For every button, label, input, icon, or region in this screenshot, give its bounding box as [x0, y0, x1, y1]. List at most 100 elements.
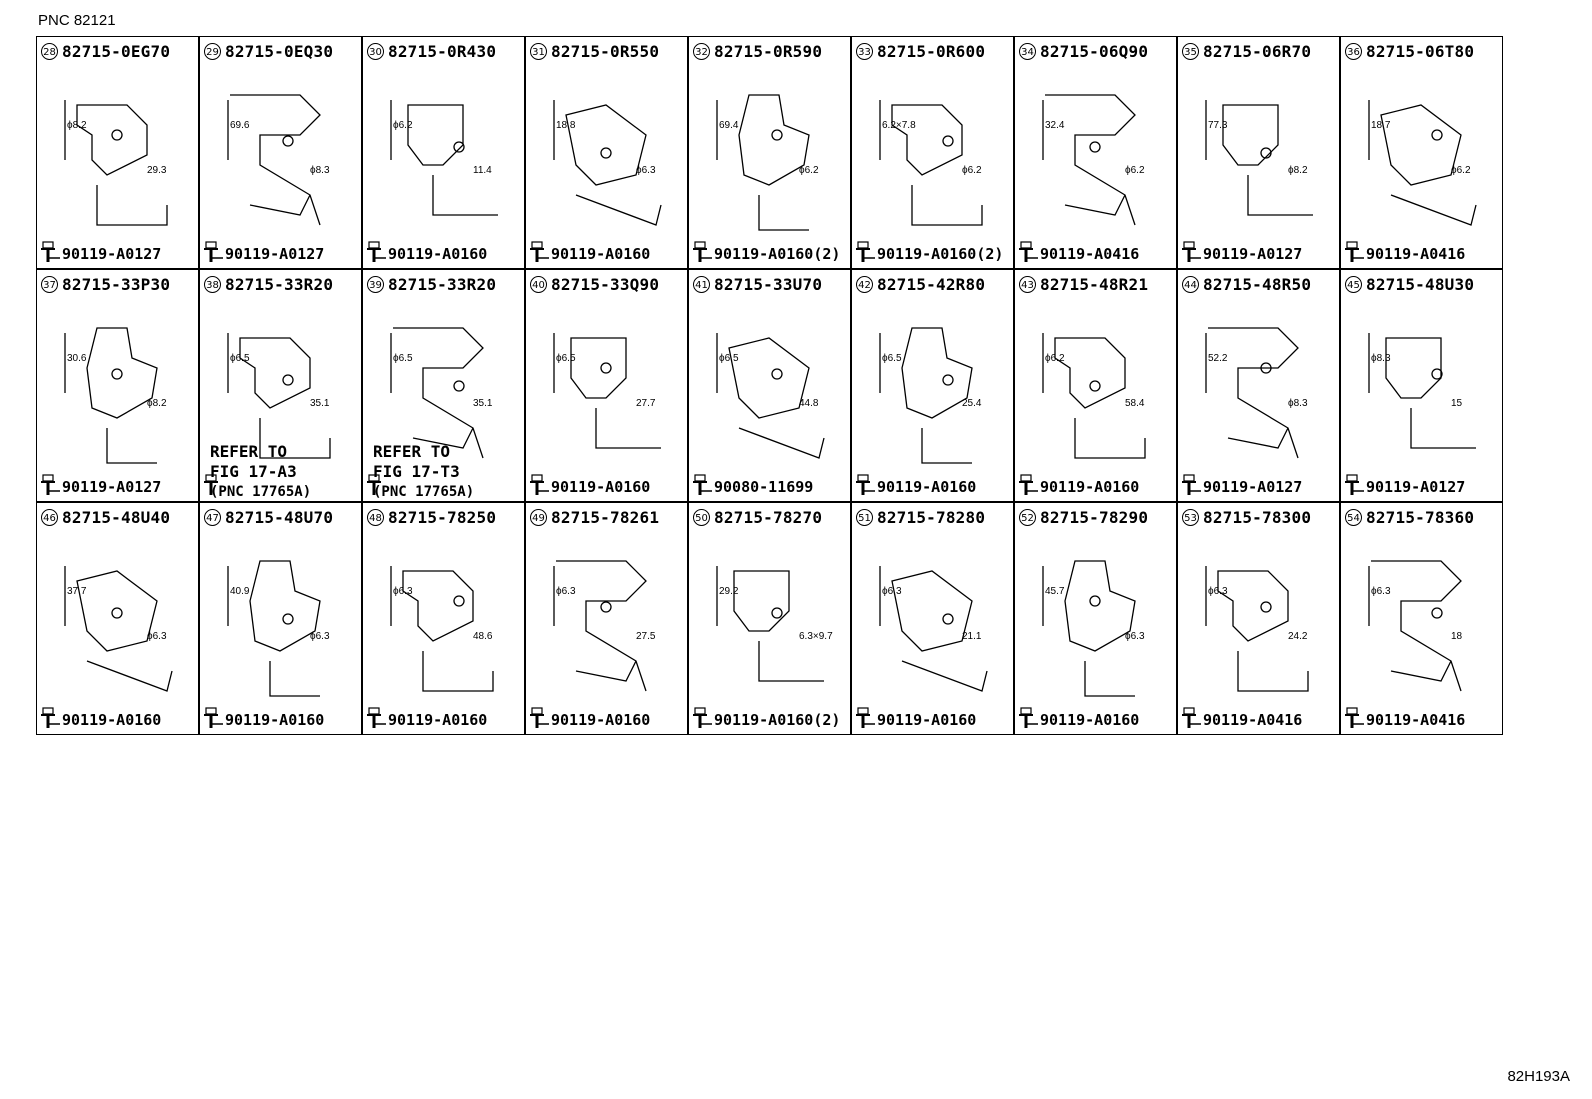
- bracket-outline: [1054, 337, 1146, 459]
- item-number-badge: 30: [367, 43, 384, 60]
- bolt-icon: [203, 474, 223, 496]
- dimension-label: ϕ6.5: [719, 353, 739, 364]
- item-number-badge: 49: [530, 509, 547, 526]
- bolt-icon: [366, 707, 386, 729]
- illustration-reference: 82H193A: [1507, 1068, 1570, 1085]
- part-number: 82715-06R70: [1203, 42, 1312, 61]
- part-number: 82715-0R590: [714, 42, 823, 61]
- bolt-icon: [1344, 474, 1364, 496]
- dimension-label: 18.8: [556, 120, 576, 131]
- bracket-outline: [565, 104, 662, 226]
- item-number-badge: 52: [1019, 509, 1036, 526]
- mounting-hole: [282, 135, 294, 147]
- dimension-label: 58.4: [1125, 398, 1145, 409]
- mounting-hole: [111, 607, 123, 619]
- dimension-label: ϕ8.2: [67, 120, 87, 131]
- bolt-part-number: 90119-A0416: [1366, 245, 1466, 263]
- item-number-badge: 48: [367, 509, 384, 526]
- bolt-icon: [1018, 241, 1038, 263]
- bolt-icon: [40, 707, 60, 729]
- dimension-label: 6.3×9.7: [799, 631, 833, 642]
- fastener-row: 90119-A0160: [855, 474, 976, 496]
- bracket-outline: [1064, 560, 1136, 697]
- dimension-label: ϕ6.3: [147, 631, 167, 642]
- fastener-row: 90119-A0160: [40, 707, 161, 729]
- dimension-label: 27.5: [636, 631, 656, 642]
- bolt-icon: [203, 241, 223, 263]
- bolt-icon: [1018, 707, 1038, 729]
- bolt-part-number: 90119-A0160: [62, 711, 162, 729]
- dimension-label: ϕ6.5: [556, 353, 576, 364]
- refer-note-line: (PNC 17765A): [373, 484, 475, 500]
- part-number: 82715-78300: [1203, 508, 1312, 527]
- fastener-row: 90119-A0127: [1181, 474, 1302, 496]
- bolt-part-number: 90119-A0160: [1040, 711, 1140, 729]
- bracket-outline: [76, 104, 168, 226]
- fastener-row: 90119-A0160: [203, 707, 324, 729]
- refer-note-line: REFER TO: [373, 442, 451, 461]
- bolt-part-number: 90119-A0127: [1203, 245, 1303, 263]
- dimension-label: 18: [1451, 631, 1463, 642]
- dimension-label: 35.1: [473, 398, 493, 409]
- mounting-hole: [771, 129, 783, 141]
- dimension-label: ϕ6.3: [1371, 586, 1391, 597]
- item-number-badge: 45: [1345, 276, 1362, 293]
- fastener-row: 90119-A0416: [1344, 241, 1465, 263]
- part-number: 82715-48U40: [62, 508, 171, 527]
- dimension-label: 37.7: [67, 586, 87, 597]
- dimension-label: ϕ6.3: [1125, 631, 1145, 642]
- mounting-hole: [942, 135, 954, 147]
- part-number: 82715-33P30: [62, 275, 171, 294]
- dimension-label: ϕ6.3: [882, 586, 902, 597]
- fastener-row: 90119-A0160: [529, 241, 650, 263]
- part-number: 82715-42R80: [877, 275, 986, 294]
- dimension-label: ϕ8.2: [1288, 165, 1308, 176]
- item-number-badge: 31: [530, 43, 547, 60]
- fastener-row: [203, 474, 223, 496]
- part-number: 82715-33Q90: [551, 275, 660, 294]
- part-number: 82715-78360: [1366, 508, 1475, 527]
- bracket-outline: [1385, 337, 1476, 449]
- bracket-outline: [230, 94, 321, 226]
- fastener-row: 90119-A0160(2): [855, 241, 1003, 263]
- fastener-row: 90119-A0160: [855, 707, 976, 729]
- fastener-row: 90119-A0160(2): [692, 241, 840, 263]
- dimension-label: 69.6: [230, 120, 250, 131]
- part-number: 82715-33R20: [225, 275, 334, 294]
- bracket-outline: [249, 560, 321, 697]
- fastener-row: 90119-A0160: [366, 241, 487, 263]
- fastener-row: 90119-A0127: [40, 241, 161, 263]
- bolt-part-number: 90119-A0160: [225, 711, 325, 729]
- bracket-outline: [556, 560, 647, 692]
- item-number-badge: 36: [1345, 43, 1362, 60]
- dimension-label: 69.4: [719, 120, 739, 131]
- bolt-part-number: 90119-A0416: [1040, 245, 1140, 263]
